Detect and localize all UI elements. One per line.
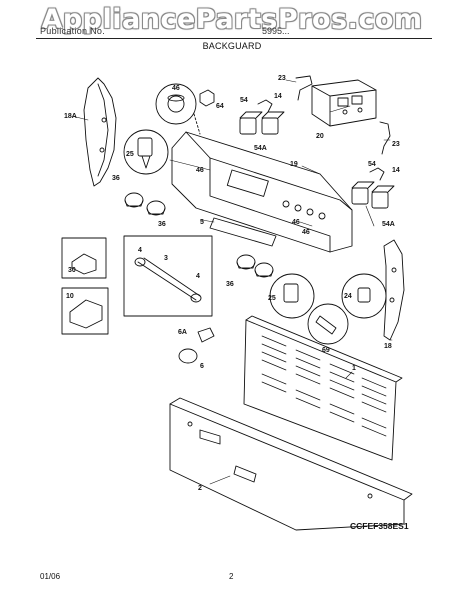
callout-64: 64 — [216, 103, 224, 110]
callout-54-top: 54 — [240, 97, 248, 104]
trim-strip-5 — [209, 217, 277, 247]
knobs-36-left — [124, 192, 166, 216]
callout-30: 30 — [68, 267, 76, 274]
callout-25-upper: 25 — [126, 151, 134, 158]
section-title: BACKGUARD — [202, 41, 262, 51]
callout-5: 5 — [200, 219, 204, 226]
bracket-23-top — [295, 75, 313, 101]
clip-64 — [199, 89, 215, 107]
callout-6a: 6A — [178, 329, 187, 336]
callout-54a-top: 54A — [254, 145, 267, 152]
component-detail-25-upper — [123, 129, 169, 175]
leader-lines — [71, 79, 393, 485]
callout-14-top: 14 — [274, 93, 282, 100]
callout-20: 20 — [316, 133, 324, 140]
diagram-reference: CCFEF358ES1 — [350, 521, 409, 531]
bracket-23-right — [379, 121, 391, 155]
bracket-detail-30 — [61, 237, 107, 279]
callout-54-right: 54 — [368, 161, 376, 168]
footer-page-number: 2 — [229, 572, 234, 581]
callout-69: 69 — [322, 347, 330, 354]
callout-6: 6 — [200, 363, 204, 370]
component-detail-69 — [307, 303, 349, 345]
callout-4-bottom: 4 — [196, 273, 200, 280]
left-side-bracket-18a — [83, 77, 117, 187]
callout-23-top: 23 — [278, 75, 286, 82]
control-panel-19 — [171, 131, 353, 253]
lower-panel-2 — [169, 397, 413, 531]
publication-label: Publication No. — [40, 26, 106, 36]
callout-46-knob: 46 — [172, 85, 180, 92]
callout-14-right: 14 — [392, 167, 400, 174]
wire-part-6 — [178, 327, 215, 364]
right-side-bracket-18 — [383, 239, 405, 341]
callout-2: 2 — [198, 485, 202, 492]
publication-number: 5995... — [262, 26, 290, 36]
callout-24: 24 — [344, 293, 352, 300]
terminal-block-detail-10 — [61, 287, 109, 335]
watermark: AppliancePartsPros.com — [41, 4, 423, 35]
header-rule — [36, 38, 432, 39]
callout-3: 3 — [164, 255, 168, 262]
callout-36-left: 36 — [112, 175, 120, 182]
callout-10: 10 — [66, 293, 74, 300]
knobs-36-bottom — [236, 254, 274, 278]
callout-46-panel: 46 — [196, 167, 204, 174]
callout-36-bottom: 36 — [226, 281, 234, 288]
rear-panel-1 — [243, 315, 403, 461]
callout-labels: 18A 46 64 54 14 23 54A 20 23 25 46 19 54… — [64, 75, 400, 492]
callout-18a: 18A — [64, 113, 77, 120]
knob-detail-46 — [155, 83, 201, 135]
switch-group-right-54 — [351, 167, 395, 209]
component-detail-25-lower — [269, 273, 315, 319]
footer-date: 01/06 — [40, 572, 61, 581]
control-board-20 — [311, 79, 377, 127]
callout-36-mid: 36 — [158, 221, 166, 228]
callout-54a-right: 54A — [382, 221, 395, 228]
callout-1: 1 — [352, 365, 356, 372]
callout-46-b: 46 — [302, 229, 310, 236]
rod-assembly-3 — [123, 235, 213, 317]
callout-18: 18 — [384, 343, 392, 350]
switch-group-top-54 — [239, 99, 285, 135]
callout-25-lower: 25 — [268, 295, 276, 302]
callout-19: 19 — [290, 161, 298, 168]
callout-4-top: 4 — [138, 247, 142, 254]
callout-23-right: 23 — [392, 141, 400, 148]
callout-46-a: 46 — [292, 219, 300, 226]
